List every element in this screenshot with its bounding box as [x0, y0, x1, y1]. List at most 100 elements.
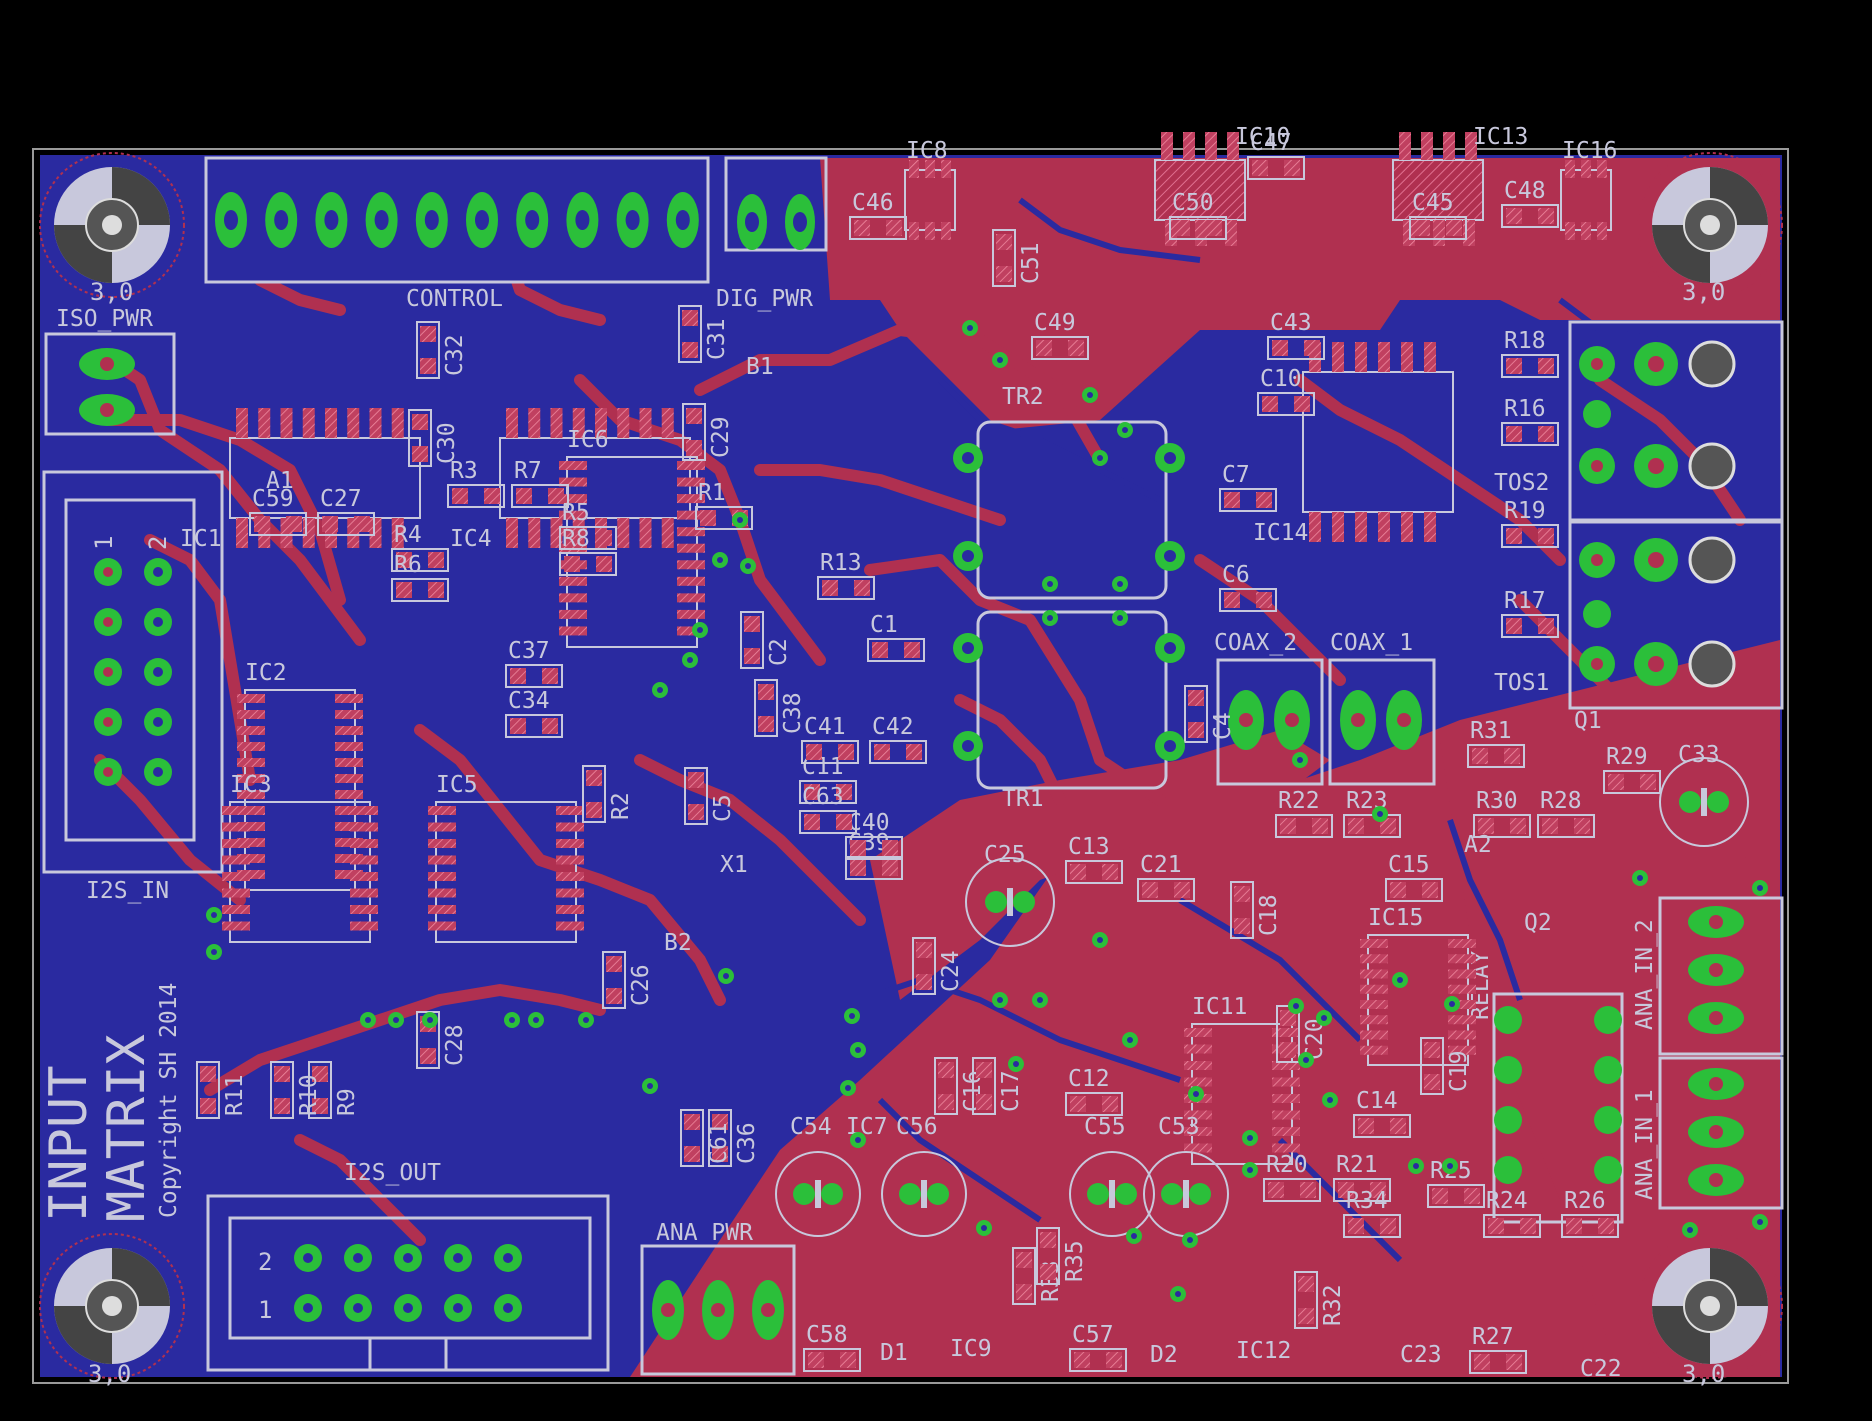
control-pin-drill [324, 210, 339, 230]
via-drill [1327, 1097, 1333, 1103]
control-pin-drill [675, 210, 690, 230]
component-label: IC10 [1235, 124, 1290, 150]
i2s-in-pin-drill [103, 717, 113, 727]
smd-resistor [1483, 1214, 1541, 1238]
smd-resistor [1267, 336, 1325, 360]
smd-resistor [799, 780, 857, 804]
via-drill [365, 1017, 371, 1023]
i2s-in-pin-drill [103, 617, 113, 627]
i2s-out-pin-drill [403, 1303, 413, 1313]
component-label: C43 [1270, 310, 1312, 336]
smd-resistor [317, 512, 375, 536]
component-label: C53 [1158, 1114, 1200, 1140]
smd-resistor [1537, 814, 1595, 838]
component-label: R2 [608, 792, 634, 820]
mounting-holes: 3,0 3,0 3,0 3,0 [39, 152, 1783, 1388]
component-label: R9 [334, 1088, 360, 1116]
via-drill [1087, 392, 1093, 398]
ana-pwr-label: ANA_PWR [656, 1220, 753, 1246]
component-label: R13 [820, 550, 862, 576]
via-drill [509, 1017, 515, 1023]
via-drill [1321, 1015, 1327, 1021]
i2s-out-pin-drill [353, 1303, 363, 1313]
smd-resistor [1353, 1114, 1411, 1138]
i2s-out-pin-drill [503, 1253, 513, 1263]
via-drill [1377, 811, 1383, 817]
via-drill [855, 1137, 861, 1143]
hole-label: 3,0 [88, 1360, 131, 1388]
component-label: C1 [870, 612, 898, 638]
smd-resistor [801, 740, 859, 764]
via-drill [1097, 455, 1103, 461]
control-pin-drill [575, 210, 590, 230]
component-label: TR2 [1002, 384, 1044, 410]
component-label: C34 [508, 688, 550, 714]
via-drill [1175, 1291, 1181, 1297]
component-label: C17 [998, 1070, 1024, 1112]
smd-resistor [1473, 814, 1531, 838]
smd-resistor [972, 1057, 996, 1115]
smd-resistor [684, 767, 708, 825]
board-title: INPUT MATRIX Copyright SH 2014 [39, 983, 182, 1222]
tos-connectors: TOS2 TOS1 [1494, 320, 1784, 710]
smd-resistor [1036, 1227, 1060, 1285]
component-label: C37 [508, 638, 550, 664]
component-label: C63 [802, 784, 844, 810]
transformer-pad-drill [962, 740, 974, 752]
via-drill [1757, 1219, 1763, 1225]
coax-2-label: COAX_2 [1214, 630, 1297, 656]
via-drill [1013, 1061, 1019, 1067]
component-label: C32 [442, 334, 468, 376]
component-label: TR1 [1002, 786, 1044, 812]
transformer-pad-drill [962, 642, 974, 654]
ana-pwr-header: ANA_PWR [640, 1220, 796, 1376]
smd-resistor [799, 810, 857, 834]
via-drill [697, 627, 703, 633]
component-label: IC2 [245, 660, 287, 686]
smd-resistor [196, 1061, 220, 1119]
ic-package [499, 408, 691, 548]
component-label: B2 [664, 930, 692, 956]
smd-resistor [912, 937, 936, 995]
via-drill [745, 563, 751, 569]
component-label: C49 [1034, 310, 1076, 336]
ic-package [559, 456, 705, 648]
dig-pwr-label: DIG_PWR [716, 286, 813, 312]
component-label: R7 [514, 458, 542, 484]
component-label: R34 [1346, 1188, 1388, 1214]
component-label: C30 [434, 422, 460, 464]
smd-resistor [1219, 488, 1277, 512]
smd-resistor [1230, 881, 1254, 939]
via-drill [1397, 977, 1403, 983]
smd-resistor [1031, 336, 1089, 360]
via-drill [1187, 1237, 1193, 1243]
component-label: Q2 [1524, 910, 1552, 936]
component-label: C38 [780, 692, 806, 734]
regulator-package [1392, 132, 1484, 246]
component-label: R10 [296, 1074, 322, 1116]
smd-resistor [1501, 354, 1559, 378]
component-label: C2 [766, 638, 792, 666]
via-drill [1637, 875, 1643, 881]
smd-resistor [1275, 814, 1333, 838]
i2s-in-pin-drill [153, 717, 163, 727]
regulator-package [1154, 132, 1246, 246]
smd-resistor [308, 1061, 332, 1119]
mounting-hole-bl: 3,0 [39, 1233, 185, 1388]
smd-resistor [559, 526, 617, 550]
component-label: R3 [450, 458, 478, 484]
component-label: R17 [1504, 588, 1546, 614]
component-label: C45 [1412, 190, 1454, 216]
ana-pwr-pin-drill [761, 1303, 775, 1317]
control-pin-drill [625, 210, 640, 230]
component-label: C12 [1068, 1066, 1110, 1092]
transformers [976, 420, 1168, 790]
via-drill [647, 1083, 653, 1089]
component-label: R11 [222, 1074, 248, 1116]
smd-resistor [1333, 1178, 1391, 1202]
mounting-hole-br: 3,0 [1637, 1233, 1783, 1388]
component-label: IC11 [1192, 994, 1247, 1020]
smd-resistor [1065, 1092, 1123, 1116]
via-drill [427, 1017, 433, 1023]
